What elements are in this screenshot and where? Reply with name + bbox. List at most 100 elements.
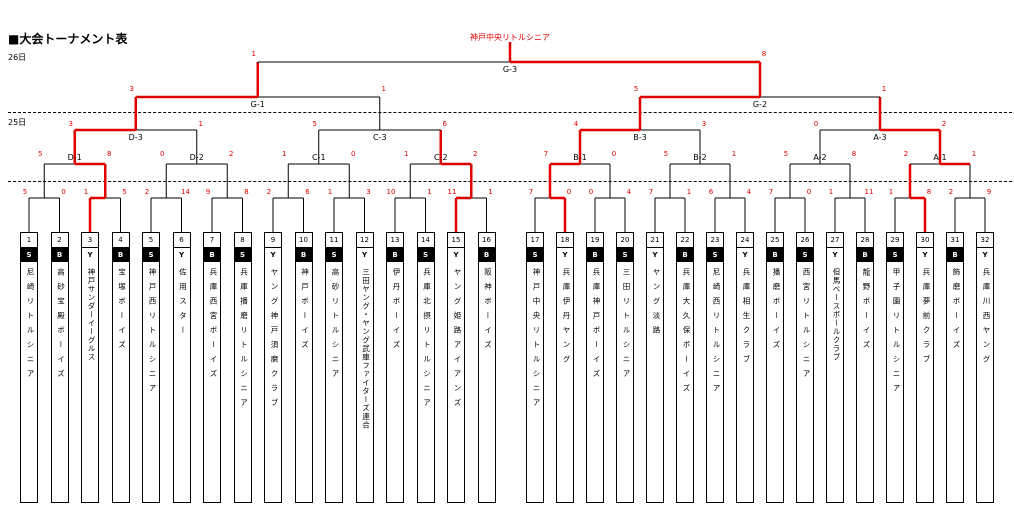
- r2-score: 5: [784, 150, 788, 158]
- r1-score: 11: [448, 188, 457, 196]
- team-number: 4: [112, 233, 129, 248]
- team-name: ヤング淡路: [652, 268, 661, 341]
- team-number: 19: [587, 233, 603, 248]
- team-number: 30: [917, 233, 933, 248]
- qf-score: 1: [199, 120, 203, 128]
- team-name: 但馬ベースボールクラブ: [832, 268, 841, 362]
- r1-score: 1: [328, 188, 332, 196]
- team-category: S: [887, 248, 903, 262]
- team-category: Y: [178, 251, 185, 259]
- day-label-25: 25日: [8, 118, 27, 127]
- team-number: 12: [356, 233, 373, 248]
- r1-score: 4: [747, 188, 752, 196]
- team-category: B: [51, 248, 68, 262]
- team-number: 31: [947, 233, 963, 248]
- team-category: B: [587, 248, 603, 262]
- team-number: 14: [417, 233, 434, 248]
- r1-score: 1: [84, 188, 88, 196]
- final-label: G-3: [503, 65, 517, 74]
- team-number: 15: [448, 233, 464, 248]
- team-name: 高砂リトルシニア: [331, 268, 340, 384]
- team-number: 13: [387, 233, 403, 248]
- r2-label: D-2: [190, 153, 204, 162]
- r1-score: 0: [61, 188, 65, 196]
- r1-score: 0: [567, 188, 571, 196]
- r1-score: 3: [366, 188, 370, 196]
- r2-label: A-2: [813, 153, 826, 162]
- team-name: 兵庫伊丹ヤング: [562, 268, 571, 370]
- r1-score: 1: [488, 188, 492, 196]
- team-name: 兵庫北摂リトルシニア: [422, 268, 432, 413]
- qf-label: A-3: [873, 133, 886, 142]
- team-name: 三田ヤング・ヤング武庫ファイターズ連合: [361, 268, 371, 430]
- team-name: 神戸サンダーイーグルス: [87, 268, 96, 362]
- team-category: S: [527, 248, 543, 262]
- r2-label: A-1: [933, 153, 946, 162]
- r2-label: B-2: [693, 153, 706, 162]
- team-name: 神戸西リトルシニア: [148, 268, 157, 399]
- team-category: B: [767, 248, 783, 262]
- team-category: Y: [832, 251, 838, 259]
- r1-score: 2: [949, 188, 953, 196]
- team-number: 17: [527, 233, 543, 248]
- team-name: 三田リトルシニア: [622, 268, 631, 384]
- r1-score: 7: [529, 188, 533, 196]
- team-number: 18: [557, 233, 573, 248]
- sf-score: 1: [382, 85, 386, 93]
- team-number: 22: [677, 233, 693, 248]
- team-category: B: [204, 248, 220, 262]
- team-number: 1: [21, 233, 37, 248]
- team-number: 25: [767, 233, 783, 248]
- team-name: ヤング姫路アイアンズ: [453, 268, 462, 413]
- team-name: 高砂宝殿ボーイズ: [56, 268, 66, 384]
- team-number: 29: [887, 233, 903, 248]
- r1-score: 0: [807, 188, 811, 196]
- qf-label: D-3: [129, 133, 143, 142]
- day-divider: [8, 112, 1012, 113]
- team-category: S: [797, 248, 813, 262]
- team-name: 尼崎西リトルシニア: [712, 268, 721, 399]
- r1-score: 1: [687, 188, 691, 196]
- team-number: 32: [977, 233, 993, 248]
- team-number: 24: [737, 233, 753, 248]
- champion-label: 神戸中央リトルシニア: [470, 33, 550, 42]
- r1-score: 1: [889, 188, 893, 196]
- r2-score: 1: [732, 150, 736, 158]
- r2-score: 0: [160, 150, 164, 158]
- team-number: 2: [51, 233, 68, 248]
- team-number: 10: [295, 233, 312, 248]
- r1-score: 9: [987, 188, 991, 196]
- r1-score: 6: [709, 188, 714, 196]
- team-name: 兵庫夢前クラブ: [922, 268, 931, 370]
- team-category: S: [707, 248, 723, 262]
- team-number: 27: [827, 233, 843, 248]
- round-divider: [8, 181, 1012, 182]
- team-number: 11: [326, 233, 342, 248]
- r1-score: 7: [769, 188, 773, 196]
- team-category: Y: [87, 251, 93, 259]
- team-number: 9: [265, 233, 281, 248]
- team-category: S: [417, 248, 434, 262]
- team-category: Y: [652, 251, 658, 259]
- team-name: 尼崎リトルシニア: [26, 268, 35, 384]
- day-label-26: 26日: [8, 53, 27, 62]
- r2-score: 8: [852, 150, 856, 158]
- team-category: B: [478, 248, 495, 262]
- r2-score: 1: [404, 150, 408, 158]
- r2-label: B-1: [573, 153, 586, 162]
